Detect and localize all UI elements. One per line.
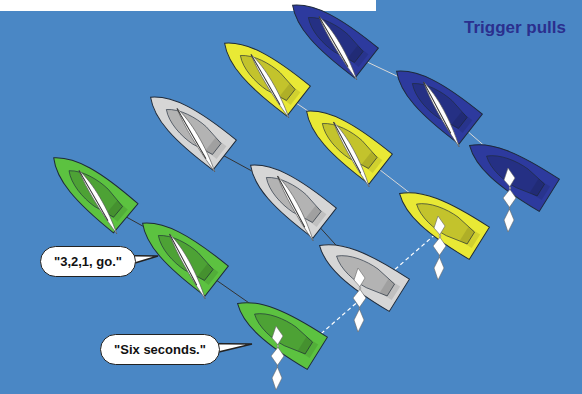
wake-lines xyxy=(110,146,344,312)
luffing-sails xyxy=(271,168,516,390)
wake-lines-light xyxy=(280,52,496,204)
grey-boats xyxy=(139,82,410,311)
title: Trigger pulls xyxy=(464,18,566,38)
speech-bubble: "3,2,1, go." xyxy=(40,246,136,277)
bubble-text: "Six seconds." xyxy=(114,342,206,357)
bubble-text: "3,2,1, go." xyxy=(54,254,122,269)
speech-bubble: "Six seconds." xyxy=(100,334,220,365)
